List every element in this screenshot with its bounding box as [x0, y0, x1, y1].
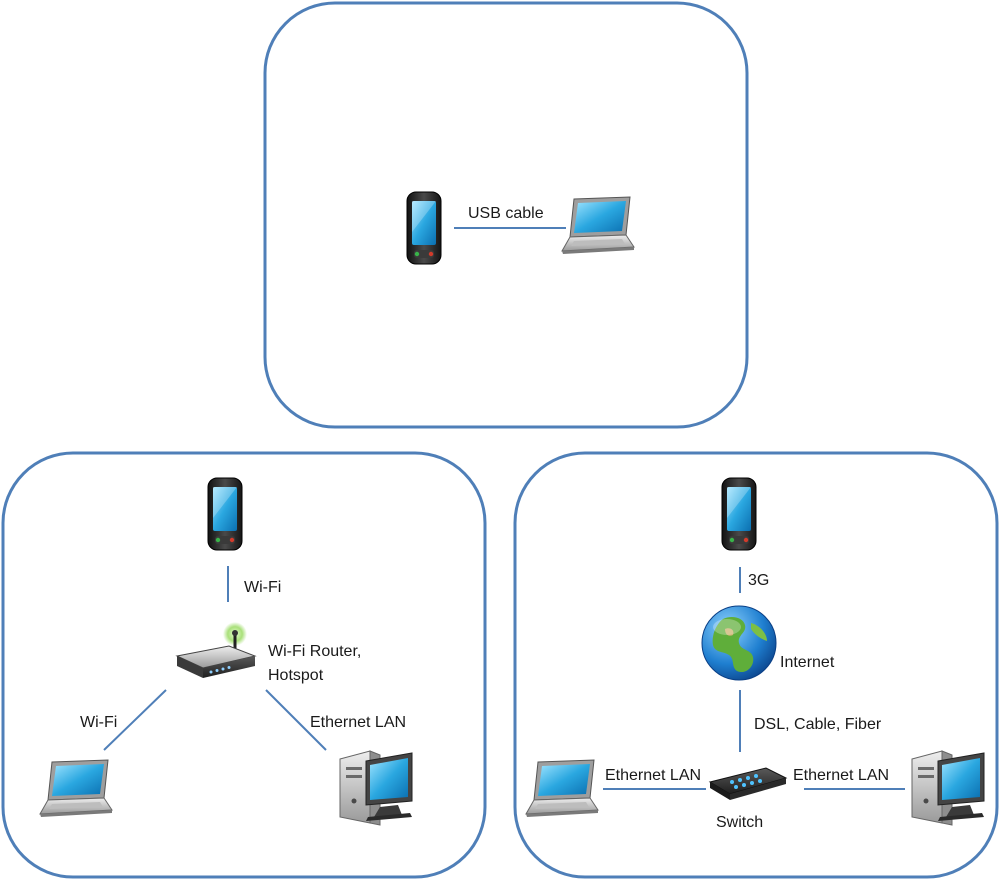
router-laptop-link-line: [103, 689, 167, 751]
desktop-computer-icon: [911, 750, 985, 826]
desktop-computer-icon: [339, 750, 413, 826]
phone-wifi-label: Wi-Fi: [244, 579, 281, 596]
desktop-ethernet-label: Ethernet LAN: [310, 714, 406, 731]
router-desktop-link-line: [265, 689, 327, 751]
switch-label: Switch: [716, 814, 763, 831]
usb-cable-label: USB cable: [468, 205, 544, 222]
router-label-line2: Hotspot: [268, 667, 324, 684]
mobile-broadband-panel: 3G Internet DSL, Cable, Fiber Ethernet L…: [513, 451, 999, 879]
smartphone-icon: [207, 477, 243, 551]
panel-border: [263, 1, 749, 429]
router-label-line1: Wi-Fi Router,: [268, 643, 361, 660]
3g-label: 3G: [748, 572, 769, 589]
globe-icon: [701, 605, 777, 681]
wifi-hotspot-panel: Wi-Fi Wi-Fi Router, Hotspot Wi-Fi Ethern…: [1, 451, 487, 879]
left-ethernet-label: Ethernet LAN: [605, 767, 701, 784]
internet-label: Internet: [780, 654, 835, 671]
right-ethernet-label: Ethernet LAN: [793, 767, 889, 784]
smartphone-icon: [406, 191, 442, 265]
dsl-cable-fiber-label: DSL, Cable, Fiber: [754, 716, 882, 733]
usb-tethering-panel: USB cable: [263, 1, 749, 429]
smartphone-icon: [721, 477, 757, 551]
laptop-wifi-label: Wi-Fi: [80, 714, 117, 731]
